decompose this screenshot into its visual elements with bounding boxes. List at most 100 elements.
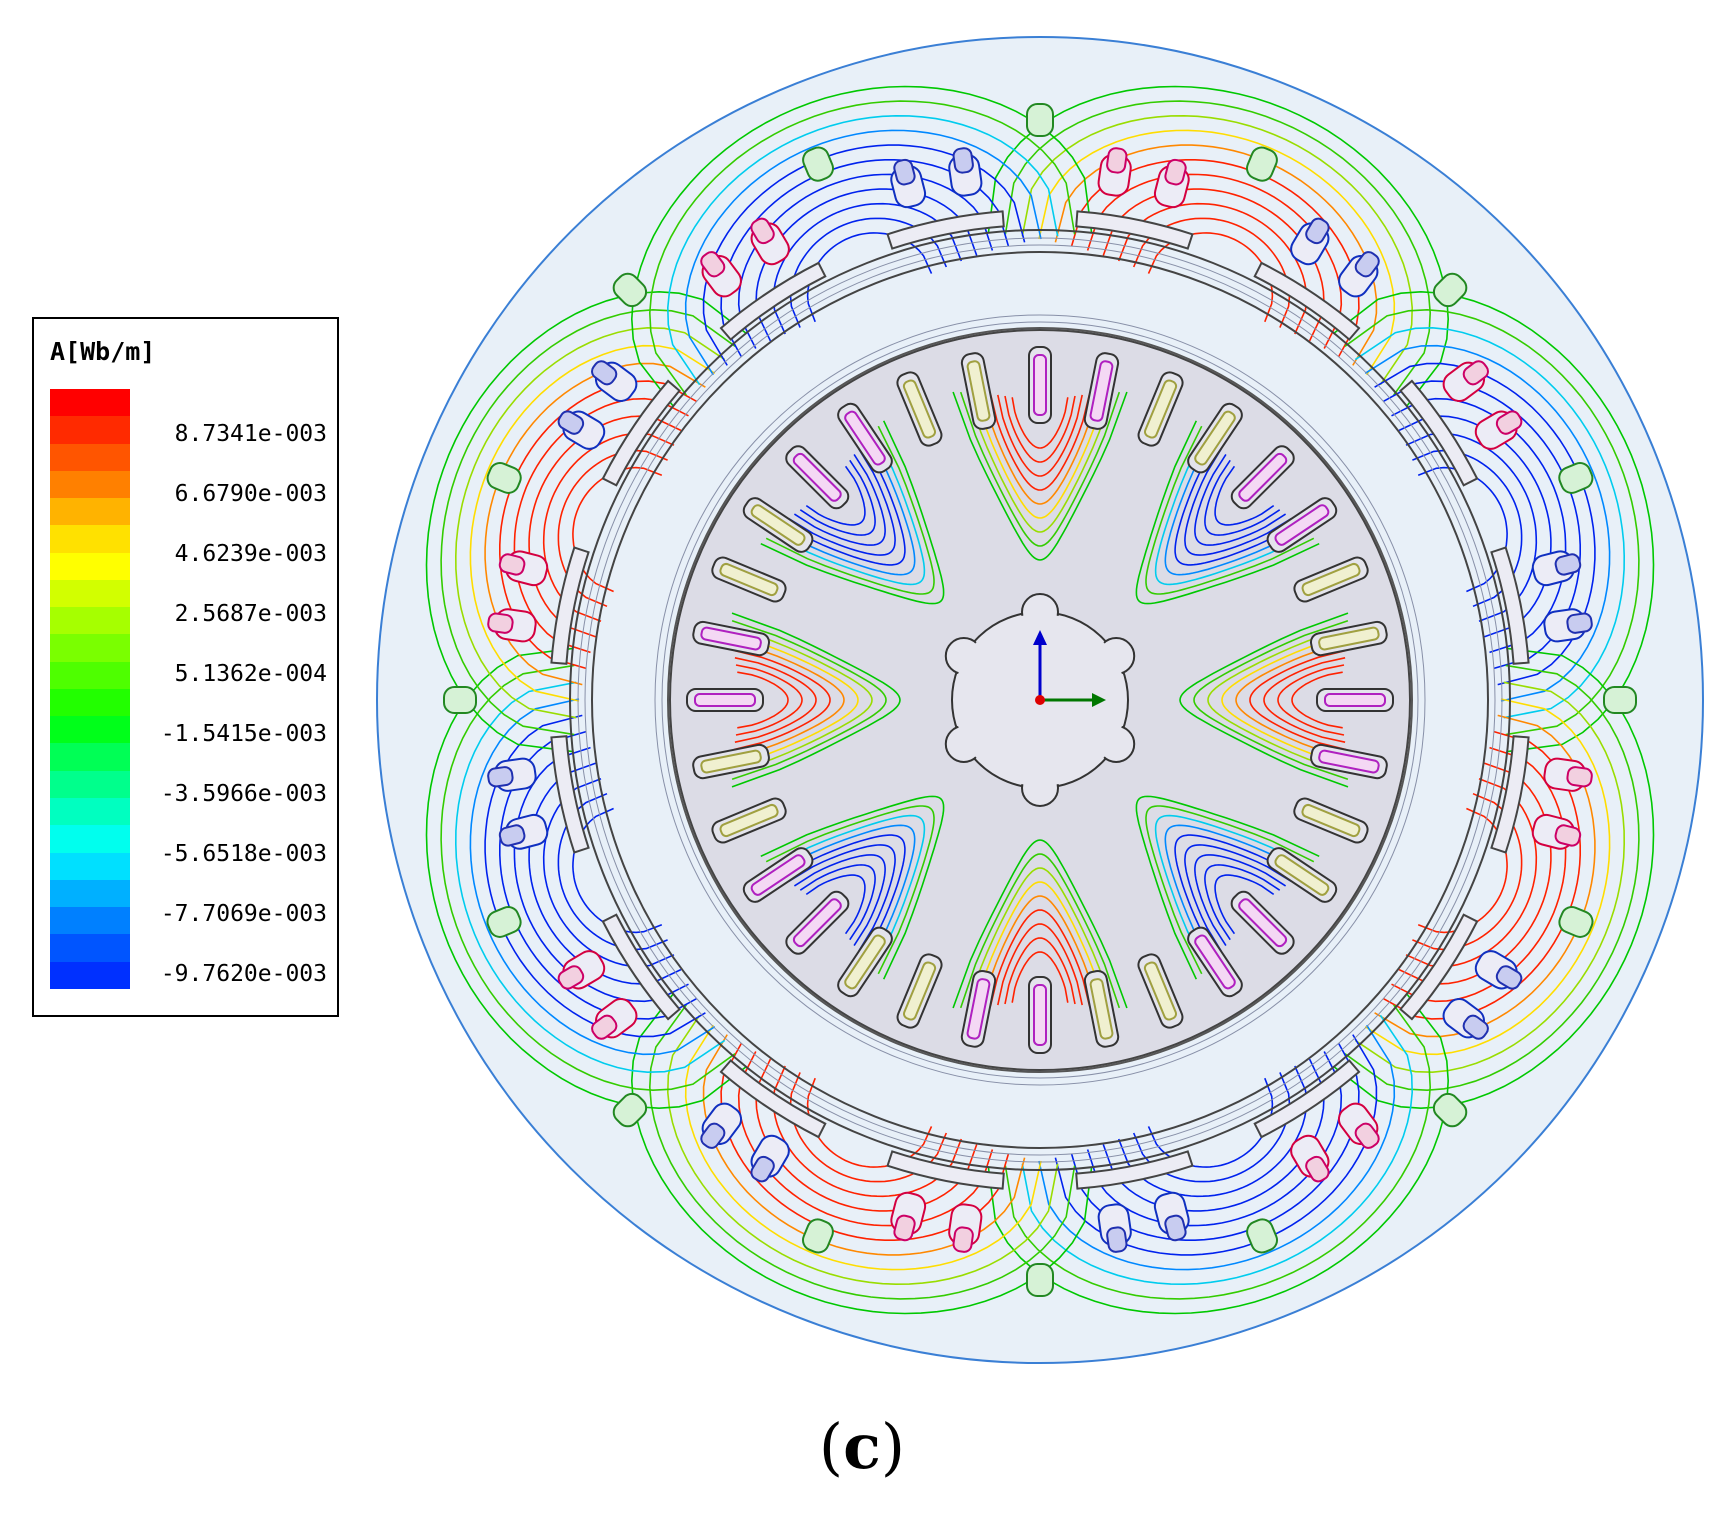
- contour-line: [1021, 1014, 1414, 1286]
- axis-origin: [1035, 695, 1045, 705]
- stator-conductor: [893, 1214, 916, 1242]
- aux-slot: [612, 272, 648, 308]
- contour-line: [454, 326, 726, 719]
- outer-stator-slots: [443, 103, 1637, 1297]
- rotor-conductor: [1301, 803, 1361, 838]
- stator-conductor: [1164, 1214, 1187, 1242]
- rotor-conductor: [1238, 452, 1288, 502]
- aux-slot: [1432, 1092, 1468, 1128]
- air-gap-ring: [654, 314, 1426, 1086]
- contour-line: [1193, 619, 1349, 781]
- legend-swatch: [50, 443, 130, 471]
- stator-conductor: [498, 553, 526, 576]
- rotor-conductor: [694, 693, 756, 707]
- contour-line: [760, 420, 945, 605]
- contour-line: [782, 442, 906, 566]
- contour-line: [967, 867, 1113, 1008]
- outer-magnet-segment: [719, 261, 827, 341]
- rotor-conductor: [1274, 504, 1330, 546]
- rotor-conductor: [1143, 961, 1178, 1021]
- contour-line: [997, 923, 1083, 1006]
- contour-line: [959, 391, 1121, 547]
- legend-tick-label: 4.6239e-003: [174, 541, 327, 567]
- air-gap-ring: [569, 229, 1511, 1171]
- contour-line: [630, 85, 1093, 407]
- legend-tick-label: -3.5966e-003: [160, 781, 327, 807]
- aux-slot: [1245, 146, 1278, 182]
- contour-line: [1004, 937, 1076, 1005]
- contour-line: [469, 344, 716, 702]
- aux-slot: [1603, 686, 1637, 714]
- contour-line: [793, 453, 886, 546]
- aux-slot: [802, 146, 835, 182]
- contour-line: [982, 392, 1098, 505]
- contour-line: [772, 202, 963, 335]
- contour-line: [1249, 649, 1347, 751]
- contour-line: [1038, 1024, 1396, 1271]
- contour-line: [733, 649, 831, 751]
- contour-line: [1412, 792, 1523, 951]
- contour-line: [1291, 671, 1343, 729]
- contour-line: [987, 85, 1450, 407]
- contour-line: [1204, 459, 1281, 536]
- rotor-conductor: [966, 360, 991, 422]
- legend-swatch: [50, 688, 130, 717]
- rotor-conductor: [1238, 898, 1288, 948]
- legend-swatch: [50, 525, 130, 553]
- contour-line: [1117, 202, 1308, 335]
- contour-line: [684, 1024, 1042, 1271]
- contour-line: [425, 290, 747, 753]
- contour-line: [799, 864, 876, 941]
- rotor-conductor: [700, 749, 762, 774]
- legend-swatch: [50, 579, 130, 608]
- contour-line: [542, 777, 675, 968]
- legend-tick-label: 5.1362e-004: [174, 661, 327, 687]
- legend-swatch: [50, 634, 130, 662]
- contour-line: [513, 746, 689, 1003]
- contour-line: [1011, 951, 1069, 1003]
- contour-line: [772, 1065, 963, 1198]
- outer-magnet-segment: [886, 1150, 1005, 1190]
- contour-line: [765, 425, 935, 595]
- aux-slot: [801, 1218, 834, 1254]
- rotor-conductor: [750, 504, 806, 546]
- contour-line: [760, 795, 945, 980]
- rotor-conductor: [792, 898, 842, 948]
- legend-swatch: [50, 825, 130, 853]
- contour-line: [732, 634, 859, 766]
- legend-swatch: [50, 743, 130, 771]
- aux-slot: [1558, 462, 1594, 494]
- stator-conductor: [1305, 1155, 1330, 1183]
- stator-conductor: [1554, 824, 1582, 847]
- contour-line: [440, 308, 736, 736]
- contour-line: [952, 839, 1128, 1009]
- contour-line: [735, 664, 803, 736]
- stator-conductor: [1354, 1122, 1380, 1149]
- rotor-conductor: [1318, 626, 1380, 651]
- rotor-conductor: [750, 854, 806, 896]
- contour-line: [1214, 465, 1275, 526]
- contour-line: [1117, 1065, 1308, 1198]
- stator-conductor: [1106, 1226, 1128, 1253]
- contour-line: [1405, 432, 1538, 623]
- rotor-conductor: [1194, 934, 1236, 990]
- contour-line: [440, 664, 736, 1092]
- axis-x-arrow: [1092, 693, 1106, 707]
- legend-swatch: [50, 716, 130, 744]
- legend-swatch: [50, 416, 130, 444]
- air-gap-ring: [669, 329, 1411, 1071]
- contour-line: [513, 397, 689, 654]
- legend-swatch: [50, 934, 130, 962]
- stator-conductor: [487, 766, 514, 788]
- contour-line: [557, 792, 668, 951]
- rotor-conductor: [1033, 354, 1047, 416]
- rotor-conductor: [1318, 749, 1380, 774]
- caption-close-paren: ): [880, 1410, 906, 1483]
- contour-line: [771, 814, 926, 969]
- contour-line: [737, 173, 994, 349]
- stator-conductor: [952, 1226, 974, 1253]
- aux-slot: [1246, 1218, 1279, 1254]
- coordinate-axes-icon: [1033, 630, 1106, 707]
- legend-title: A[Wb/m]: [50, 337, 156, 366]
- contour-line: [1145, 425, 1315, 595]
